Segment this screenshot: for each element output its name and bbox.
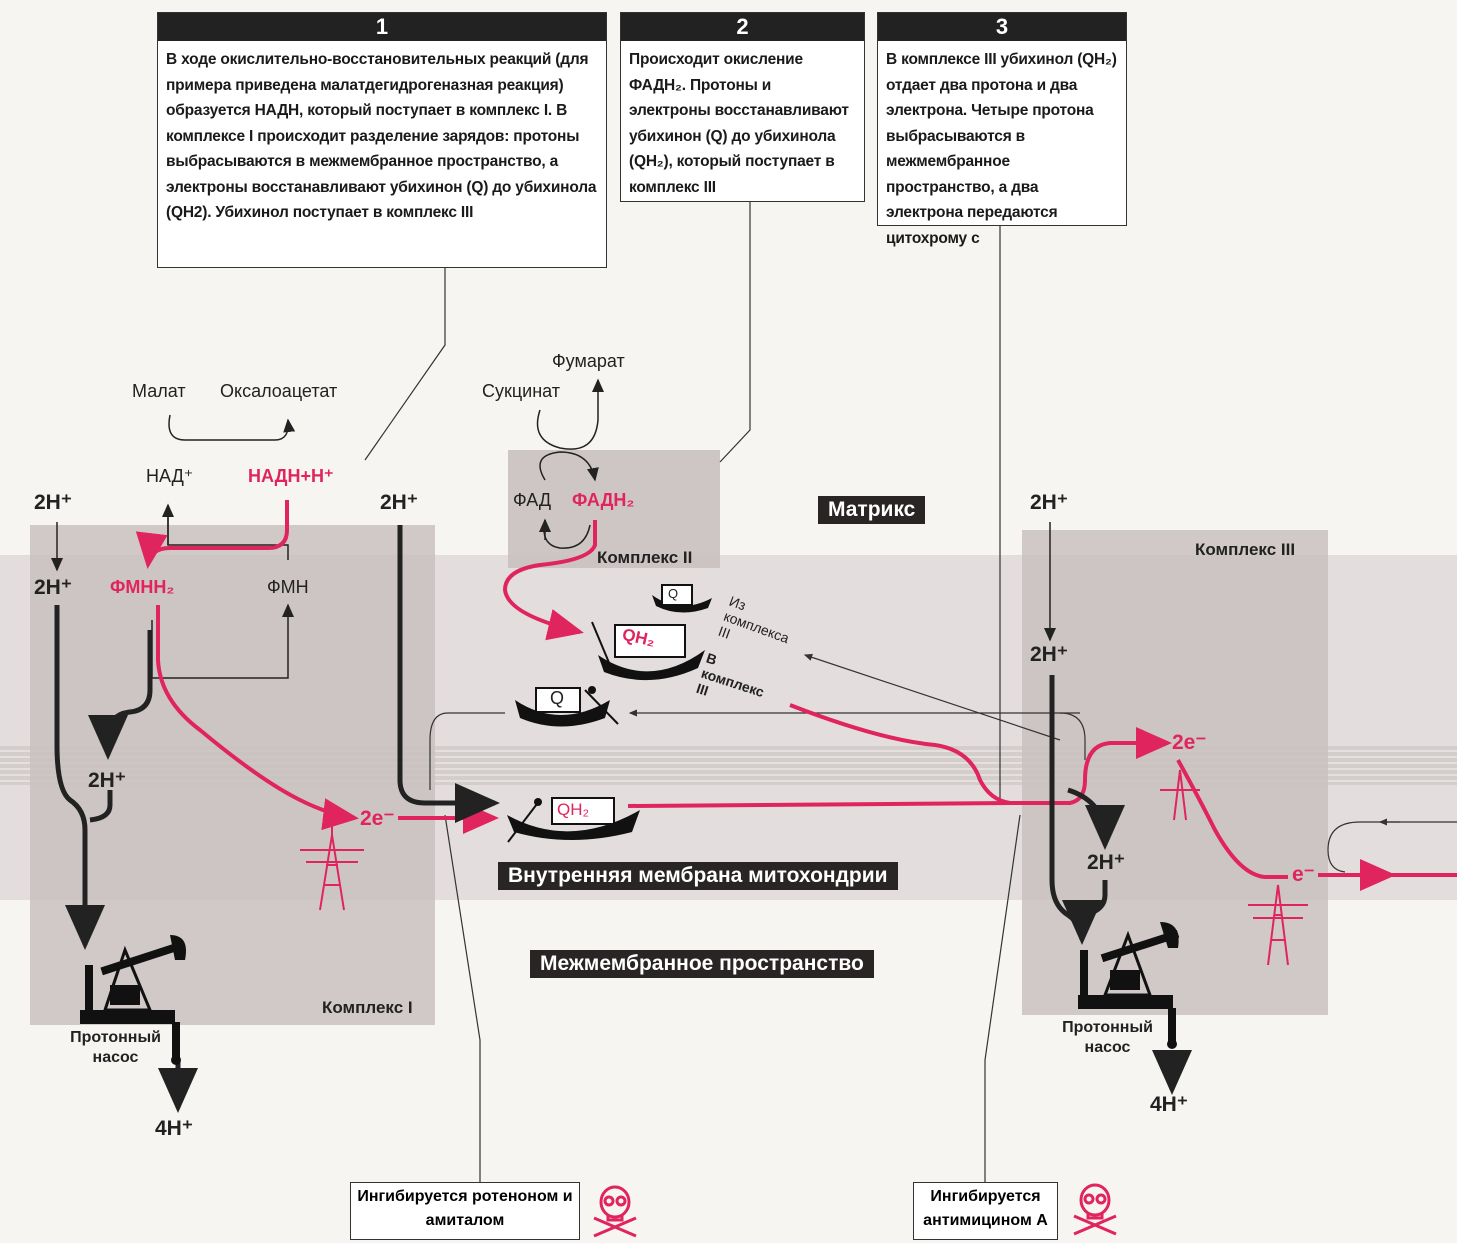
oxaloacetate-label: Оксалоацетат [220,381,338,401]
succinate-label: Сукцинат [482,381,561,401]
tower-icon [300,825,364,911]
c1-proton-path-fmn [88,630,153,760]
callout-text-1: В ходе окислительно-восстановительных ре… [166,51,597,221]
c3-electron-single: e⁻ [1292,863,1315,886]
c3-electron-label: 2e⁻ [1172,731,1207,754]
complex3-label: Комплекс III [1195,540,1296,559]
callout-1-line [364,268,446,461]
callout-number-2: 2 [621,13,864,41]
q-return-arrow [429,712,505,790]
pump-label-c1: Протонный насос [70,1029,161,1066]
q-small-label: Q [668,586,679,601]
matrix-tag: Матрикс [818,496,926,524]
c1-electron-label: 2e⁻ [360,807,395,830]
tower-icon [1248,884,1308,966]
nadh-label: НАДН+Н⁺ [248,466,334,486]
c3-proton-low: 2H⁺ [1087,851,1125,874]
c1-proton-mid: 2H⁺ [34,576,72,599]
membrane-tag: Внутренняя мембрана митохондрии [498,862,898,890]
malate-label: Малат [132,381,186,401]
inhibitor-rotenone-box: Ингибируется ротеноном и амиталом [350,1182,580,1240]
c3-proton-top: 2H⁺ [1030,491,1068,514]
pump-icon [80,935,186,1065]
callout-text-3: В комплексе III убихинол (QH₂) отдает дв… [886,51,1117,247]
boat-qh2-complex2 [591,621,705,681]
pump-icon [1078,922,1180,1049]
cyt-c-return [1327,821,1457,873]
fad-cycle [539,451,599,482]
qh2-boat-line [627,801,1011,808]
c1-proton-low: 2H⁺ [88,769,126,792]
fmnh2-label: ФМНН₂ [110,577,175,597]
boat-q-empty [515,686,619,727]
fadh2-electron-path [502,520,597,641]
c1-proton-to-boat [397,525,500,823]
c3-proton-out: 4H⁺ [1150,1093,1188,1116]
callout-text-2: Происходит окисление ФАДН₂. Протоны и эл… [629,51,849,196]
callout-box-2: 2 Происходит окисление ФАДН₂. Протоны и … [620,12,865,202]
c1-proton-path-main [54,605,105,950]
nadh-arrow [135,500,289,569]
callout-number-1: 1 [158,13,606,41]
c1-proton-top: 2H⁺ [34,491,72,514]
fumarate-label: Фумарат [552,351,625,371]
skull-crossbones-icon [593,1185,637,1238]
boat-qh2-membrane [507,797,640,843]
pump-label-c3: Протонный насос [1062,1019,1153,1056]
nad-label: НАД⁺ [146,466,194,486]
fadh2-label: ФАДН₂ [572,490,635,510]
intermembrane-tag: Межмембранное пространство [530,950,874,978]
callout-box-1: 1 В ходе окислительно-восстановительных … [157,12,607,268]
q-boat-label: Q [550,688,565,708]
callout-number-3: 3 [878,13,1126,41]
complex2-region [508,450,720,568]
qh2-to-c3-path [789,703,1172,805]
c3-proton-join [1084,880,1108,918]
c1-proton-out: 4H⁺ [155,1117,193,1140]
complex2-label: Комплекс II [597,548,693,567]
c1-proton-right: 2H⁺ [380,491,418,514]
succinate-cycle [536,378,604,450]
callout-2-line [719,200,751,463]
boat-q-small [652,584,712,613]
inhib-2-line [984,814,1021,1182]
tower-icon [1160,769,1200,821]
c3-electron-path [1176,759,1288,879]
c1-proton-join [89,790,113,823]
c1-electron-path [156,605,359,831]
inhib-1-line [444,814,481,1182]
malate-bracket [168,414,296,441]
fad-label: ФАД [513,490,552,510]
skull-crossbones-icon [1073,1183,1117,1236]
qh2-membrane-label: QH₂ [557,800,590,819]
complex1-label: Комплекс I [322,998,413,1017]
c3-proton-path-main [1049,675,1102,945]
callout-box-3: 3 В комплексе III убихинол (QH₂) отдает … [877,12,1127,247]
inhibitor-antimycin-box: Ингибируется антимицином А [913,1182,1058,1240]
fmn-label: ФМН [267,577,309,597]
c3-proton-branch [1067,787,1125,850]
c3-proton-mid: 2H⁺ [1030,643,1068,666]
